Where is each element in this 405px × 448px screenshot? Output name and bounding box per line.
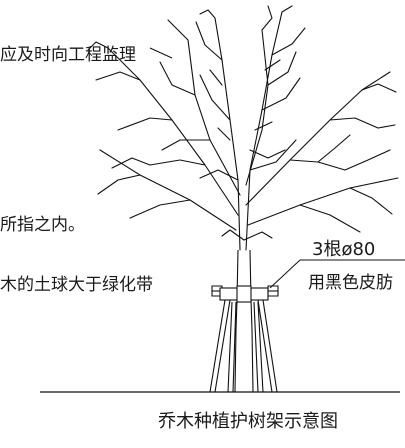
note-within: 所指之内。 [0, 215, 85, 235]
note-rootball: 木的土球大于绿化带 [0, 275, 153, 295]
tree-crown [87, 5, 399, 251]
leader-lines [149, 47, 405, 289]
support-stakes [209, 299, 278, 393]
binding-collar [211, 285, 279, 303]
callout-stake-spec: 3根ø80 [312, 239, 375, 260]
callout-binding-material: 用黑色皮肪 [308, 273, 393, 293]
tree-trunk [234, 249, 254, 393]
drawing-caption: 乔木种植护树架示意图 [158, 411, 338, 432]
note-supervision: 应及时向工程监理 [0, 45, 136, 65]
